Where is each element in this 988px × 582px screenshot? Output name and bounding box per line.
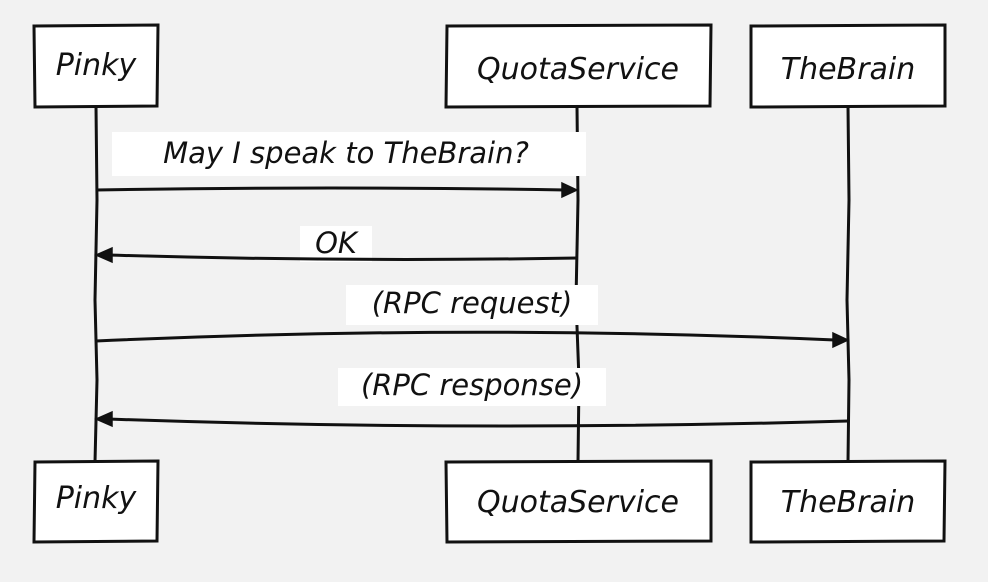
message-2: OK [94,226,579,264]
participant-label: QuotaService [477,52,679,87]
lifeline-thebrain [845,105,851,463]
message-label: (RPC request) [372,286,573,320]
participant-bottom-pinky: Pinky [32,459,160,544]
participant-label: Pinky [56,48,138,83]
participant-top-pinky: Pinky [32,23,160,109]
participant-top-thebrain: TheBrain [749,23,947,109]
message-4: (RPC response) [94,368,849,428]
message-3: (RPC request) [95,285,850,349]
lifeline-pinky [93,105,99,463]
participant-label: TheBrain [781,485,915,520]
participant-label: Pinky [56,481,138,516]
message-label: May I speak to TheBrain? [163,136,529,170]
message-1: May I speak to TheBrain? [95,132,586,199]
participant-label: QuotaService [477,485,679,520]
message-label: OK [315,226,359,260]
participant-top-quotaservice: QuotaService [444,23,713,109]
participant-bottom-thebrain: TheBrain [749,459,947,544]
participant-bottom-quotaservice: QuotaService [444,459,713,544]
participant-label: TheBrain [781,52,915,87]
message-label: (RPC response) [361,368,583,402]
